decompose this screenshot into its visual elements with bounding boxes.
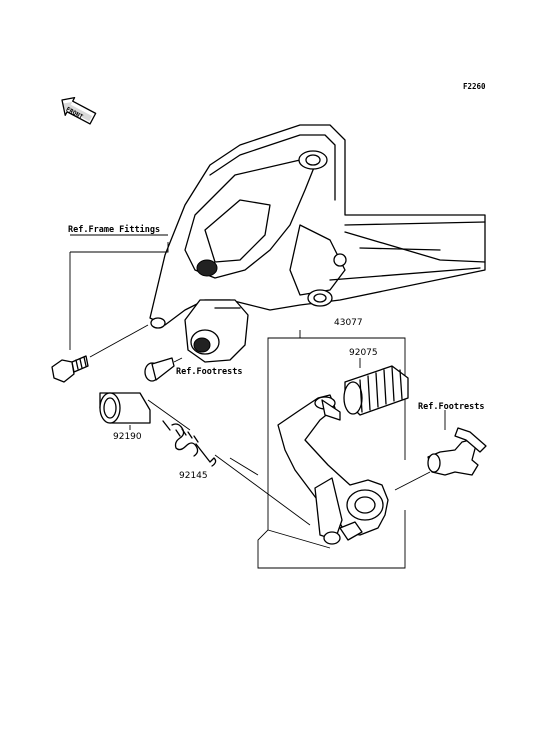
mounting-bolt xyxy=(51,355,89,383)
return-spring xyxy=(162,420,217,467)
ref-frame-fittings-label: Ref.Frame Fittings xyxy=(68,225,161,235)
spacer-part xyxy=(99,392,151,424)
frame-plate xyxy=(149,124,486,329)
ref-footrests-left-label: Ref.Footrests xyxy=(176,367,243,377)
callout-lines xyxy=(69,234,446,569)
part-number-43077: 43077 xyxy=(334,318,363,328)
part-number-92075: 92075 xyxy=(349,348,378,358)
frame-pivot-boss xyxy=(184,299,249,363)
brake-pedal xyxy=(277,394,389,545)
footrest-bolt xyxy=(144,357,175,382)
front-direction-marker xyxy=(61,96,97,125)
part-number-92145: 92145 xyxy=(179,471,208,481)
part-number-92190: 92190 xyxy=(113,432,142,442)
diagram-code: F2260 xyxy=(463,82,486,91)
footrest-bracket xyxy=(427,427,487,476)
ref-footrests-right-label: Ref.Footrests xyxy=(418,402,485,412)
pedal-rubber xyxy=(343,365,409,416)
